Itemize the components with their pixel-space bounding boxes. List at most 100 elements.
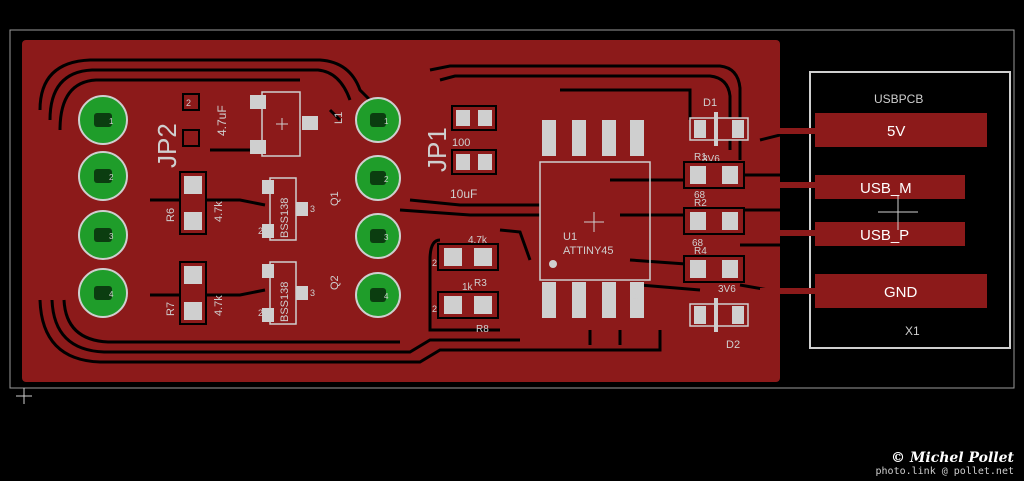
jp1-pin-2: 2 — [355, 155, 401, 201]
jp2-pads: 1 2 3 4 — [78, 95, 128, 318]
u1-center-mark — [584, 212, 604, 232]
q1-ref: Q1 — [329, 191, 341, 206]
usb-pad-label-usb-m: USB_M — [860, 180, 912, 197]
jp2-pin-2-label: 2 — [109, 173, 114, 182]
u1-pin-1: 1 — [545, 292, 550, 302]
q2-value: BSS138 — [279, 282, 291, 322]
r6-resistor: R6 4.7k — [165, 171, 225, 235]
r2-ref: R2 — [694, 198, 707, 209]
jp1-pin-4: 4 — [355, 272, 401, 318]
jp2-pin-4: 4 — [78, 268, 128, 318]
c2-capacitor: 100 — [451, 105, 497, 149]
credit-name: © Michel Pollet — [891, 450, 1014, 466]
r3-resistor: 4.7k R3 — [437, 235, 499, 289]
jp2-header: 1 2 3 4 JP2 — [78, 95, 182, 318]
r8-ref: R8 — [476, 324, 489, 335]
connector-center-mark — [878, 196, 918, 230]
d1-value: 3V6 — [702, 154, 720, 165]
r4-resistor: R4 — [683, 246, 745, 283]
usb-pad-gnd — [815, 274, 987, 308]
c1-pin-2-label: 2 — [186, 98, 191, 108]
u1-pin-5: 5 — [633, 142, 638, 152]
origin-mark — [16, 388, 32, 404]
jp1-pin-3-label: 3 — [384, 233, 389, 242]
r4-ref: R4 — [694, 246, 707, 257]
jp1-label: JP1 — [422, 127, 452, 172]
jp2-pin-3: 3 — [78, 210, 128, 260]
q1-transistor: BSS138 Q1 2 3 — [258, 177, 341, 241]
r1-value: 68 — [694, 190, 706, 201]
r3-value: 4.7k — [468, 235, 488, 246]
d1-ref: D1 — [703, 97, 717, 109]
jp1-pin-1-label: 1 — [384, 117, 389, 126]
jp1-header: 1 2 3 4 JP1 — [355, 97, 452, 318]
jp1-pin-4-label: 4 — [384, 292, 389, 301]
r6-value: 4.7k — [213, 201, 225, 222]
c3-capacitor: 10uF — [450, 149, 497, 201]
c2-value: 100 — [452, 137, 470, 149]
jp2-pin-4-label: 4 — [109, 290, 114, 299]
jp1-pin-2-label: 2 — [384, 175, 389, 184]
usb-pads: 5V USB_M USB_P GND — [815, 113, 987, 308]
l1-component: L1 — [250, 91, 345, 157]
r8-resistor: 1k R8 2 2 — [432, 258, 499, 335]
c3-value: 10uF — [450, 187, 477, 201]
photo-credit: © Michel Pollet photo.link @ pollet.net — [876, 450, 1014, 477]
u1-pin-8: 8 — [545, 142, 550, 152]
usb-pad-usb-m — [815, 175, 965, 199]
d2-diode: 3V6 D2 — [689, 284, 749, 351]
r8-value: 1k — [462, 282, 474, 293]
c1-component: 2 4.7uF — [182, 93, 229, 147]
q2-pin-3-label: 3 — [310, 288, 315, 298]
u1-pin-7: 7 — [575, 142, 580, 152]
jp1-pin-1: 1 — [355, 97, 401, 143]
r3-ref: R3 — [474, 278, 487, 289]
usb-connector-outline — [809, 71, 1011, 349]
usb-connector-ref: X1 — [905, 324, 920, 338]
q2-ref: Q2 — [329, 275, 341, 290]
l1-label: L1 — [333, 112, 345, 124]
q2-transistor: BSS138 Q2 2 3 — [258, 261, 341, 325]
d1-diode: D1 3V6 — [689, 97, 749, 165]
q2-pin-2-label: 2 — [258, 308, 263, 318]
jp1-pin-3: 3 — [355, 213, 401, 259]
r3-pin-2-label: 2 — [432, 258, 437, 268]
credit-sub: photo.link @ pollet.net — [875, 466, 1014, 477]
r8-pin-2-label: 2 — [432, 304, 437, 314]
q1-pin-2-label: 2 — [258, 226, 263, 236]
u1-value: ATTINY45 — [563, 245, 614, 257]
u1-pin-4: 4 — [633, 292, 638, 302]
r7-resistor: R7 4.7k — [165, 261, 225, 325]
c1-value: 4.7uF — [215, 105, 229, 136]
u1-ic: 8 7 6 5 1 2 3 4 U1 ATTINY45 — [539, 120, 651, 318]
u1-pin1-dot — [549, 260, 557, 268]
u1-top-pins: 8 7 6 5 — [542, 120, 644, 156]
jp2-pin-3-label: 3 — [109, 232, 114, 241]
jp2-pin-2: 2 — [78, 151, 128, 201]
jp2-pin-1-label: 1 — [109, 117, 114, 126]
usb-pad-label-usb-p: USB_P — [860, 227, 909, 244]
d2-ref: D2 — [726, 339, 740, 351]
u1-pin-6: 6 — [605, 142, 610, 152]
d2-value: 3V6 — [718, 284, 736, 295]
r7-ref: R7 — [165, 302, 177, 316]
usb-pad-label-5v: 5V — [887, 123, 905, 140]
usb-pad-label-gnd: GND — [884, 284, 918, 301]
jp2-label: JP2 — [152, 123, 182, 168]
board-outline — [9, 29, 1015, 389]
usb-pad-usb-p — [815, 222, 965, 246]
usb-traces — [760, 128, 820, 294]
r1-ref: R1 — [694, 152, 707, 163]
q1-pin-3-label: 3 — [310, 204, 315, 214]
r7-value: 4.7k — [213, 295, 225, 316]
usb-connector-name: USBPCB — [874, 92, 923, 106]
q1-value: BSS138 — [279, 198, 291, 238]
r6-ref: R6 — [165, 208, 177, 222]
usb-pad-5v — [815, 113, 987, 147]
u1-pin-3: 3 — [605, 292, 610, 302]
u1-pin-2: 2 — [575, 292, 580, 302]
u1-bottom-pins: 1 2 3 4 — [542, 282, 644, 318]
r2-value: 68 — [692, 238, 704, 249]
r1-resistor: R1 68 — [683, 152, 745, 201]
jp2-pin-1: 1 — [78, 95, 128, 145]
